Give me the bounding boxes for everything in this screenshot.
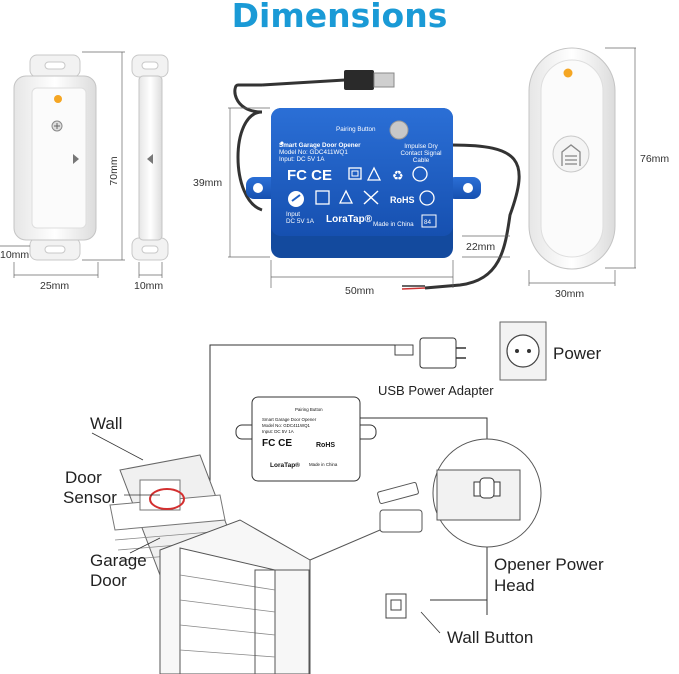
garage-illustration (159, 481, 423, 674)
garage-door-label-1: Garage (90, 551, 147, 570)
module-impulse-3: Cable (413, 157, 430, 164)
wall-socket (499, 321, 547, 381)
module-width-label: 50mm (345, 285, 374, 297)
pairing-button (389, 120, 409, 140)
small-fc-ce-mark: FC CE (262, 438, 292, 449)
rohs-mark: RoHS (390, 195, 415, 205)
recycle-icon: ♻ (392, 168, 404, 183)
module-input-small-2: DC 5V 1A (286, 218, 315, 225)
power-label: Power (553, 344, 602, 363)
garage-door-label-2: Door (90, 571, 127, 590)
module-button-label: Pairing Button (336, 126, 376, 133)
opener-label-2: Head (494, 576, 535, 595)
small-button-label: Pairing Button (295, 407, 323, 412)
module-impulse-1: Impulse Dry (404, 143, 438, 150)
usb-adapter-label: USB Power Adapter (378, 383, 494, 398)
module-model: Model No: GDC411WQ1 (279, 149, 348, 156)
module-depth-label: 22mm (466, 241, 495, 253)
controller-module: Pairing Button Smart Garage Door Opener … (233, 70, 521, 290)
sensor-highlight (149, 488, 185, 510)
button-height-label: 76mm (640, 153, 669, 165)
led-icon (54, 95, 62, 103)
module-input: Input: DC 5V 1A (279, 156, 325, 163)
module-made-in: Made in China (373, 221, 414, 228)
module-brand: LoraTap® (326, 214, 373, 225)
opener-closeup (432, 438, 542, 548)
small-model: Model No: GDC411WQ1 (262, 423, 311, 428)
garage-icon (561, 144, 581, 166)
usb-adapter (209, 337, 466, 369)
indoor-icon (366, 166, 382, 181)
small-brand: LoraTap® (270, 461, 300, 469)
module-product: Smart Garage Door Opener (279, 142, 361, 149)
cert-icon (412, 166, 428, 182)
usb-plug-icon (394, 344, 414, 356)
small-rohs-mark: RoHS (316, 442, 335, 449)
small-product: Smart Garage Door Opener (262, 417, 317, 422)
small-made-in: Made in China (309, 462, 338, 467)
module-height-label: 39mm (193, 177, 222, 189)
led-icon (563, 68, 573, 78)
door-sensor-label-1: Door (65, 468, 102, 487)
wall-button-device (528, 47, 616, 270)
page-title: Dimensions (231, 0, 448, 35)
sensor-dimension-lines (0, 51, 163, 278)
sensor-width-label: 25mm (40, 280, 69, 292)
fc-ce-mark: FC CE (287, 167, 332, 184)
opener-label-1: Opener Power (494, 555, 604, 574)
door-sensor-front (13, 54, 97, 261)
signal-cable (424, 143, 521, 290)
module-input-small-1: Input (286, 211, 300, 218)
module-impulse-2: Contact Signal (401, 150, 442, 157)
usb-cable (236, 110, 263, 212)
wall-label: Wall (90, 414, 122, 433)
magnet-front (131, 54, 169, 261)
module-dimension-lines (228, 107, 510, 288)
usb-plug-icon (344, 70, 374, 90)
door-sensor-label-2: Sensor (63, 488, 117, 507)
wall-button-label: Wall Button (447, 628, 533, 647)
sensor-height-label: 70mm (108, 156, 120, 185)
magnet-width-label: 10mm (134, 280, 163, 292)
module-code: 84 (424, 219, 432, 226)
square-icon (315, 190, 330, 205)
controller-module-small: Pairing Button Smart Garage Door Opener … (235, 396, 377, 482)
arrow-right-icon (73, 154, 79, 164)
button-width-label: 30mm (555, 288, 584, 300)
warning-icon (338, 189, 354, 204)
sensor-depth-label: 10mm (0, 249, 29, 261)
wall-button-small (385, 593, 407, 619)
button-dimension-lines (528, 47, 636, 286)
double-insulation-icon (348, 167, 362, 180)
small-input: Input: DC 5V 1A (262, 429, 294, 434)
arrow-left-icon (147, 154, 153, 164)
